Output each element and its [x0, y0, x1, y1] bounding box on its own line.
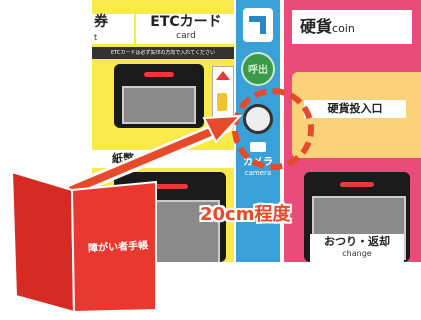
card-insert-arrow-icon — [216, 71, 230, 80]
card-reader[interactable] — [212, 66, 234, 120]
disability-handbook-image — [10, 170, 157, 314]
camera-highlight-circle — [232, 88, 314, 170]
coin-sub: coin — [332, 22, 355, 35]
ticket-title: 券 — [94, 14, 108, 30]
card-chip-icon — [217, 93, 227, 111]
camera-label-sub: camera — [244, 169, 272, 177]
etc-card-label: ETCカード card — [136, 14, 236, 44]
etc-card-sub: card — [176, 31, 196, 41]
change-sub: change — [342, 249, 372, 258]
ticket-sub: t — [94, 33, 98, 42]
etc-card-slot[interactable] — [144, 72, 174, 77]
handbook-title: 障がい者手帳 — [87, 240, 149, 255]
change-slot[interactable] — [340, 182, 374, 187]
coin-title: 硬貨 — [300, 17, 333, 36]
etc-card-device[interactable] — [114, 64, 204, 128]
coin-slot-label: 硬貨投入口 — [304, 100, 406, 118]
distance-label: 20cm程度 — [200, 204, 291, 225]
change-title: おつり・返却 — [324, 235, 390, 248]
etc-card-title: ETCカード — [150, 14, 222, 30]
coin-label: 硬貨coin — [292, 10, 412, 44]
etc-screen — [122, 86, 196, 124]
change-label: おつり・返却 change — [310, 234, 404, 262]
etc-instruction: ETCカードは必ず矢印の方向で入れてください — [92, 47, 234, 59]
station-icon — [243, 8, 273, 42]
ticket-label: 券 t — [92, 14, 134, 44]
call-button[interactable]: 呼出 — [241, 52, 275, 86]
